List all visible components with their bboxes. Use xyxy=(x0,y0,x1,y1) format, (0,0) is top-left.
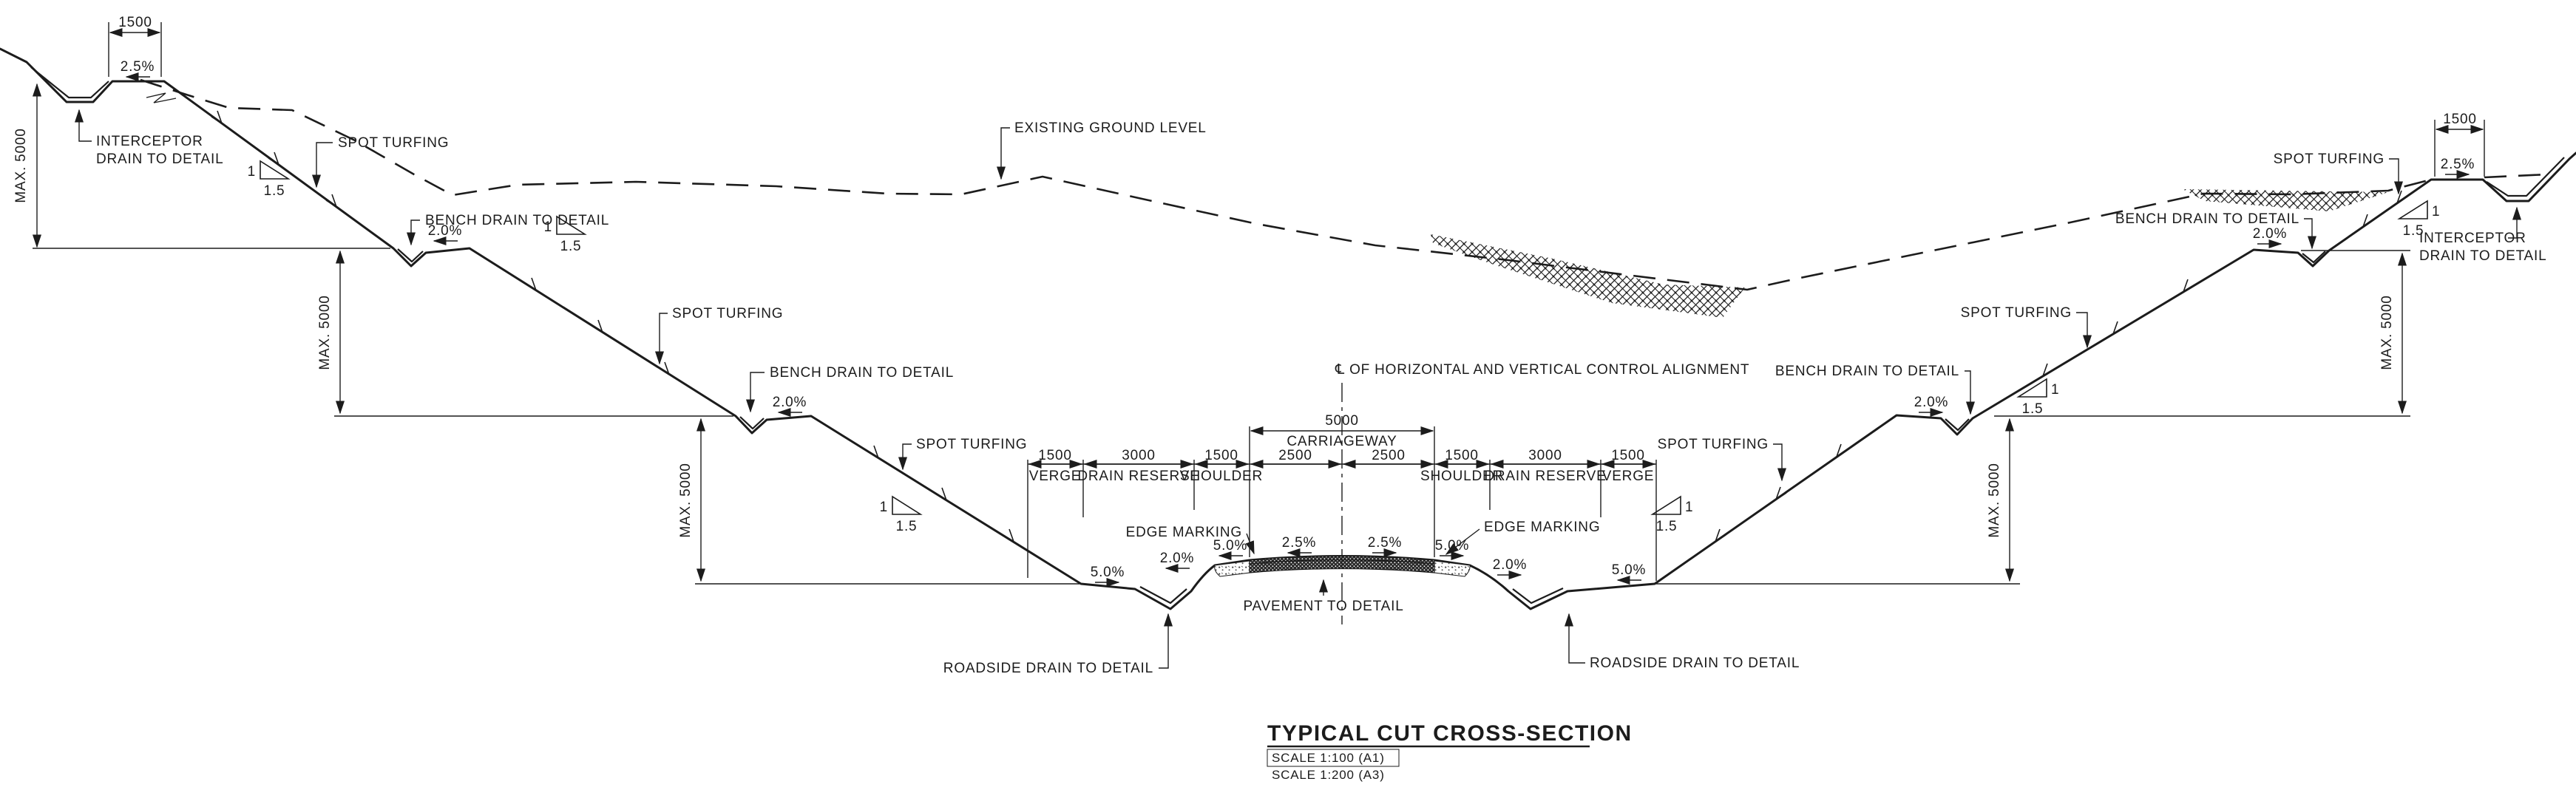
ratio-h: 1.5 xyxy=(896,519,918,534)
drawing-title: TYPICAL CUT CROSS-SECTION xyxy=(1267,721,1633,746)
scale-a1: SCALE 1:100 (A1) xyxy=(1272,751,1385,765)
height-dimensions: MAX. 5000 MAX. 5000 MAX. 5000 MAX. 5000 … xyxy=(13,83,2410,585)
dim-shoulder-right: 1500 xyxy=(1445,448,1478,463)
ratio-v: 1 xyxy=(2432,204,2440,219)
lane-crossfall: 2.5% xyxy=(1368,535,1403,551)
bench-drain-label: BENCH DRAIN TO DETAIL xyxy=(770,365,954,381)
pavement-label: PAVEMENT TO DETAIL xyxy=(1243,599,1403,614)
spot-turfing-label: SPOT TURFING xyxy=(916,437,1027,452)
max-height-label: MAX. 5000 xyxy=(678,463,694,537)
label-shoulder-right: SHOULDER xyxy=(1420,469,1503,484)
shoulder-crossfall: 5.0% xyxy=(1213,538,1248,554)
ground-break-squiggle xyxy=(146,92,177,103)
title-block: TYPICAL CUT CROSS-SECTION SCALE 1:100 (A… xyxy=(1267,721,1633,782)
label-drain-reserve-right: DRAIN RESERVE xyxy=(1484,469,1606,484)
label-verge-left: VERGE xyxy=(1029,469,1082,484)
rock-hatch-main xyxy=(1431,234,1745,318)
bench-crossfall: 2.0% xyxy=(2253,226,2288,242)
max-height-label: MAX. 5000 xyxy=(2379,295,2395,370)
label-verge-right: VERGE xyxy=(1602,469,1655,484)
bench-drain-label: BENCH DRAIN TO DETAIL xyxy=(425,213,609,228)
max-height-label: MAX. 5000 xyxy=(13,128,29,202)
roadside-drain-label: ROADSIDE DRAIN TO DETAIL xyxy=(943,661,1153,676)
scale-a3: SCALE 1:200 (A3) xyxy=(1272,768,1385,782)
ratio-h: 1.5 xyxy=(2022,401,2044,417)
lane-crossfall: 2.5% xyxy=(1282,535,1317,551)
roadside-drain-label: ROADSIDE DRAIN TO DETAIL xyxy=(1590,656,1800,671)
cut-profile-line xyxy=(0,47,2576,610)
control-alignment: ℄ OF HORIZONTAL AND VERTICAL CONTROL ALI… xyxy=(1335,362,1749,624)
berm-width-value: 1500 xyxy=(118,15,152,30)
edge-marking-label: EDGE MARKING xyxy=(1484,520,1600,535)
spot-turfing-label: SPOT TURFING xyxy=(1961,305,2072,321)
spot-turfing-label: SPOT TURFING xyxy=(672,306,783,321)
berm-crossfall: 2.5% xyxy=(2441,157,2475,172)
existing-ground-label: EXISTING GROUND LEVEL xyxy=(1014,120,1207,136)
label-shoulder-left: SHOULDER xyxy=(1180,469,1263,484)
dim-shoulder-left: 1500 xyxy=(1204,448,1238,463)
dim-lane-left: 2500 xyxy=(1278,448,1312,463)
label-drain-reserve-left: DRAIN RESERVE xyxy=(1077,469,1199,484)
dim-verge-left: 1500 xyxy=(1038,448,1071,463)
rounding-crossfall: 2.0% xyxy=(1160,551,1195,566)
leader-lines xyxy=(74,109,2522,669)
rock-hatch-right xyxy=(2183,189,2388,211)
dim-lane-right: 2500 xyxy=(1372,448,1405,463)
shoulder-material-left xyxy=(1214,560,1250,577)
ratio-v: 1 xyxy=(248,164,256,180)
bench-drain-label: BENCH DRAIN TO DETAIL xyxy=(2115,211,2299,227)
interceptor-drain-label: DRAIN TO DETAIL xyxy=(96,151,223,167)
callout-texts: INTERCEPTOR DRAIN TO DETAIL INTERCEPTOR … xyxy=(96,120,2546,676)
ratio-h: 1.5 xyxy=(1656,519,1678,534)
centerline-label: ℄ OF HORIZONTAL AND VERTICAL CONTROL ALI… xyxy=(1335,362,1749,378)
berm-crossfall: 2.5% xyxy=(121,59,155,75)
bench-crossfall: 2.0% xyxy=(1914,395,1949,410)
verge-crossfall: 5.0% xyxy=(1612,562,1647,578)
bench-crossfall: 2.0% xyxy=(773,395,807,410)
ratio-h: 1.5 xyxy=(560,239,582,254)
bench-drain-label: BENCH DRAIN TO DETAIL xyxy=(1775,364,1959,379)
ratio-h: 1.5 xyxy=(264,183,285,199)
dim-drain-reserve-right: 3000 xyxy=(1528,448,1562,463)
ratio-h: 1.5 xyxy=(2403,223,2424,239)
berm-dimension-left: 1500 2.5% xyxy=(108,15,162,82)
max-height-label: MAX. 5000 xyxy=(1987,463,2002,537)
slope-ratio-triangles: 1 1.5 1 1.5 1 1.5 1 1.5 1 1.5 1 1.5 xyxy=(248,160,2440,534)
spot-turfing-label: SPOT TURFING xyxy=(338,135,449,151)
drain-linings xyxy=(30,67,2565,605)
berm-dimension-right: 1500 2.5% xyxy=(2434,112,2485,180)
crossfall-labels: 2.0% 2.0% 2.0% 2.0% 5.0% 5.0% 2.0% 2.0% … xyxy=(428,223,2288,588)
interceptor-drain-label: INTERCEPTOR xyxy=(96,134,203,149)
spot-turfing-label: SPOT TURFING xyxy=(2274,151,2385,167)
verge-crossfall: 5.0% xyxy=(1091,565,1125,580)
bench-crossfall: 2.0% xyxy=(428,223,463,239)
max-height-label: MAX. 5000 xyxy=(317,295,333,370)
rounding-crossfall: 2.0% xyxy=(1493,557,1528,573)
interceptor-drain-label: INTERCEPTOR xyxy=(2419,231,2526,246)
edge-marking-label: EDGE MARKING xyxy=(1126,525,1242,540)
road-dimension-strip: 1500 3000 1500 2500 2500 1500 3000 1500 … xyxy=(1027,413,1657,581)
ratio-v: 1 xyxy=(1685,500,1693,515)
dim-verge-right: 1500 xyxy=(1611,448,1644,463)
spot-turfing-label: SPOT TURFING xyxy=(1658,437,1769,452)
ratio-v: 1 xyxy=(880,500,888,515)
dim-drain-reserve-left: 3000 xyxy=(1122,448,1155,463)
ratio-v: 1 xyxy=(544,219,552,235)
spot-turfing-marks xyxy=(211,110,2408,542)
berm-width-value: 1500 xyxy=(2443,112,2476,127)
rock-hatch-areas xyxy=(1431,189,2388,318)
interceptor-drain-label: DRAIN TO DETAIL xyxy=(2419,248,2546,264)
existing-ground-line xyxy=(140,78,2548,291)
shoulder-material-right xyxy=(1434,560,1471,577)
ratio-v: 1 xyxy=(2051,382,2059,398)
